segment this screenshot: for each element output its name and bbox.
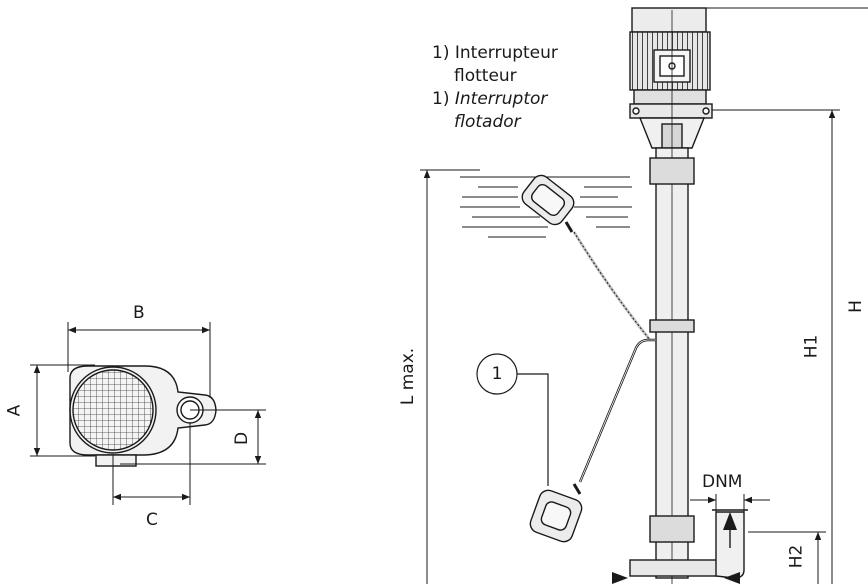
pump-side-view [629,7,748,584]
pump-top-view [69,365,217,467]
legend-fr-number: 1) [432,43,450,63]
dim-label-b: B [133,303,145,323]
dim-label-h: H [845,300,866,313]
float-switch-lower [529,483,583,543]
legend-fr-line2: flotteur [454,66,517,86]
dim-label-a: A [4,404,25,417]
float-switch-upper [521,174,575,233]
dim-label-h2: H2 [786,544,807,569]
float-cable-lower [578,338,656,483]
legend-es-line1: Interruptor [454,89,548,109]
callout-1 [476,353,549,486]
dim-label-d: D [232,431,253,446]
legend: 1) Interrupteur flotteur 1) Interruptor … [432,42,558,134]
dim-label-c: C [146,510,158,530]
dim-label-l-max: L max. [398,347,419,406]
inlet-arrow-left-icon [612,572,628,584]
legend-es-number: 1) [432,89,450,109]
top-view-dimensions [30,322,266,505]
callout-number: 1 [491,364,503,384]
dim-label-h1: H1 [801,334,822,359]
float-cable-upper [573,231,651,341]
legend-es-line2: flotador [454,112,521,132]
legend-fr-line1: Interrupteur [454,43,558,63]
inlet-arrow-right-icon [724,572,740,584]
side-view-dimensions [420,7,868,584]
dim-label-dnm: DNM [702,472,743,492]
flow-arrow-icon [723,512,737,530]
